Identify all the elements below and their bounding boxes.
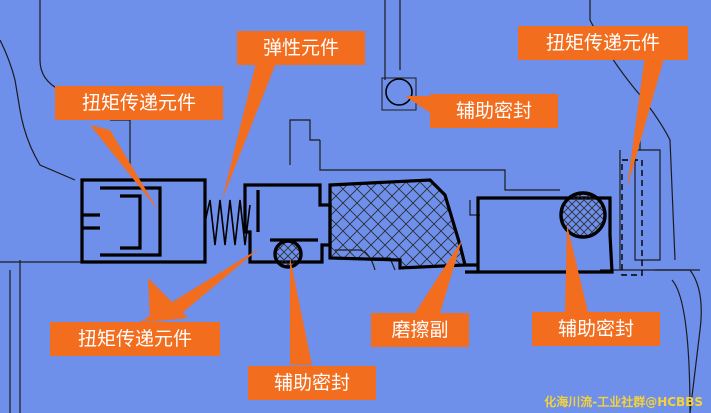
seal-face-ring [328,178,468,270]
label-friction-pair: 磨擦副 [371,313,469,347]
elastic-spring [204,199,251,246]
o-ring-middle [273,239,303,269]
right-pin [621,159,643,276]
label-aux-seal-bottom: 辅助密封 [248,366,376,400]
o-ring-top [385,78,413,106]
label-torque-element-right-top: 扭矩传递元件 [518,26,688,60]
torque-element-left [80,178,207,264]
label-elastic-element: 弹性元件 [237,31,365,65]
label-torque-element-bottom: 扭矩传递元件 [50,322,220,356]
o-ring-right [559,191,607,239]
label-aux-seal-top: 辅助密封 [430,94,558,128]
callout-leaders [90,55,665,365]
label-aux-seal-right: 辅助密封 [532,312,660,346]
label-torque-element-left-top: 扭矩传递元件 [55,86,223,120]
watermark: 化海川流-工业社群@HCBBS [544,395,703,409]
sleeve [243,183,332,264]
